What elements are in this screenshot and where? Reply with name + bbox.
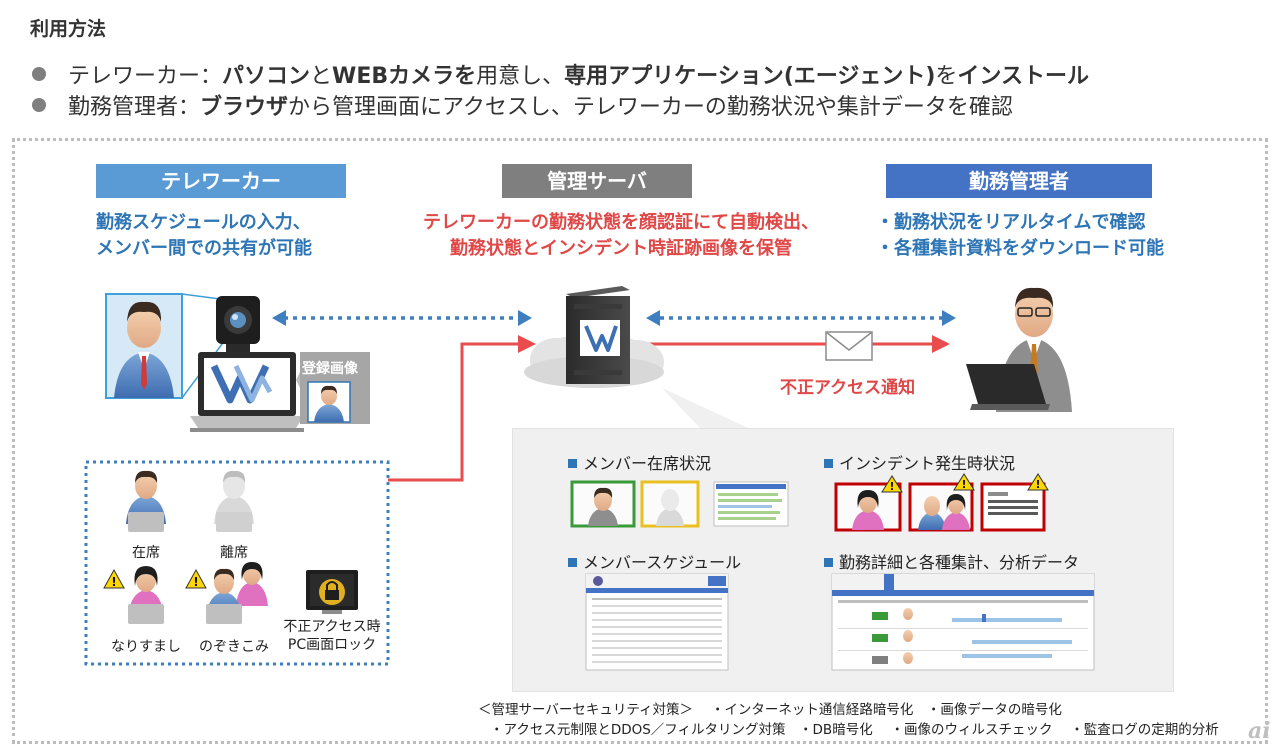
svg-text:!: ! (1035, 478, 1040, 491)
state-label-lock: 不正アクセス時 PC画面ロック (282, 618, 382, 654)
teleworker-avatar-icon (105, 293, 229, 399)
teleworker-header: テレワーカー (96, 164, 346, 198)
section-label: メンバー在席状況 (583, 454, 712, 473)
state-label-present: 在席 (132, 545, 160, 561)
security-line-1: ＜管理サーバーセキュリティ対策＞ ・インターネット通信経路暗号化 ・画像データの… (478, 702, 1062, 718)
webcam-icon (216, 296, 260, 354)
teleworker-desc-line1: 勤務スケジュールの入力、 (96, 212, 311, 233)
section-schedule: メンバースケジュール (568, 549, 741, 573)
state-label-impersonation: なりすまし (111, 639, 181, 655)
bullet-dot (32, 67, 46, 81)
bullet-manager: 勤務管理者：ブラウザから管理画面にアクセスし、テレワーカーの勤務状況や集計データ… (32, 89, 1013, 121)
laptop-icon (190, 352, 304, 432)
presence-table-thumb (713, 481, 789, 527)
section-square-icon (824, 558, 833, 567)
red-arrow-up (388, 342, 936, 482)
teleworker-desc-line2: メンバー間での共有が可能 (96, 238, 312, 259)
server-desc: テレワーカーの勤務状態を顔認証にて自動検出、 勤務状態とインシデント時証跡画像を… (396, 210, 846, 262)
person-impersonation-icon: ! (103, 566, 164, 624)
bullet-text: から管理画面にアクセスし、テレワーカーの勤務状況や集計データを確認 (288, 95, 1013, 120)
analytics-screenshot-thumb (831, 573, 1095, 671)
diagram-frame (12, 138, 1268, 744)
state-label-lock-line2: PC画面ロック (287, 637, 377, 653)
teleworker-desc: 勤務スケジュールの入力、 メンバー間での共有が可能 (96, 210, 312, 262)
bullet-role: 勤務管理者： (68, 95, 201, 120)
security-line-2: ・アクセス元制限とDDOS／フィルタリング対策 ・DB暗号化 ・画像のウィルスチ… (490, 722, 1219, 738)
manager-desc-line2: ・各種集計資料をダウンロード可能 (876, 238, 1164, 259)
alert-label: 不正アクセス通知 (780, 378, 916, 398)
person-away-icon (214, 470, 254, 532)
manager-header: 勤務管理者 (886, 164, 1152, 198)
presence-photo-green (570, 480, 636, 528)
bullet-bold: WEBカメラを (332, 64, 477, 89)
arrowheads-red (518, 335, 950, 353)
arrowheads-blue (272, 310, 956, 326)
section-label: 勤務詳細と各種集計、分析データ (839, 553, 1080, 572)
bullet-bold: パソコン (222, 64, 311, 89)
state-label-away: 離席 (220, 545, 248, 561)
svg-text:ai: ai (1248, 718, 1271, 744)
svg-text:!: ! (111, 575, 116, 589)
server-desc-line1: テレワーカーの勤務状態を顔認証にて自動検出、 (423, 212, 819, 233)
bullet-bold: 専用アプリケーション(エージェント) (564, 64, 936, 89)
callout-pointer (662, 388, 748, 428)
section-square-icon (824, 459, 833, 468)
section-square-icon (568, 558, 577, 567)
bullet-text: と (310, 64, 333, 89)
person-peeking-icon: ! (185, 562, 268, 624)
state-label-lock-line1: 不正アクセス時 (283, 619, 381, 635)
envelope-icon (825, 331, 873, 361)
server-cloud-icon (524, 286, 664, 388)
screen-lock-icon (306, 570, 358, 614)
bullet-text: を (935, 64, 958, 89)
incident-photo-2: ! (908, 473, 975, 532)
bullet-teleworker: テレワーカー：パソコンとWEBカメラを用意し、専用アプリケーション(エージェント… (32, 58, 1089, 90)
server-desc-line2: 勤務状態とインシデント時証跡画像を保管 (450, 238, 792, 259)
bullet-role: テレワーカー： (68, 64, 223, 89)
schedule-screenshot-thumb (585, 573, 729, 671)
manager-avatar-icon (966, 287, 1072, 412)
bullet-bold: インストール (957, 64, 1089, 89)
bullet-bold: ブラウザ (200, 95, 289, 120)
manager-desc-line1: ・勤務状況をリアルタイムで確認 (876, 212, 1146, 233)
panel-thumbnails: ! ! ! (570, 473, 1095, 671)
section-label: インシデント発生時状況 (839, 454, 1016, 473)
svg-text:!: ! (193, 575, 198, 589)
person-present-icon (126, 470, 166, 532)
section-square-icon (568, 459, 577, 468)
incident-photo-1: ! (834, 475, 903, 532)
section-member-presence: メンバー在席状況 (568, 450, 711, 474)
state-label-peeking: のぞきこみ (199, 639, 269, 655)
section-label: メンバースケジュール (583, 553, 742, 572)
page-title: 利用方法 (30, 18, 107, 40)
server-header: 管理サーバ (502, 164, 692, 198)
manager-desc: ・勤務状況をリアルタイムで確認 ・各種集計資料をダウンロード可能 (876, 210, 1164, 262)
presence-photo-yellow (640, 480, 700, 528)
registered-image-label: 登録画像 (302, 361, 358, 377)
svg-text:!: ! (961, 478, 966, 491)
watermark-logo: ai (1248, 718, 1271, 744)
bullet-text: 用意し、 (476, 64, 565, 89)
registered-image-icon (296, 352, 370, 424)
section-incident: インシデント発生時状況 (824, 450, 1015, 474)
incident-table-thumb: ! (980, 473, 1049, 532)
bullet-dot (32, 98, 46, 112)
svg-text:!: ! (889, 480, 894, 493)
section-analytics: 勤務詳細と各種集計、分析データ (824, 549, 1079, 573)
